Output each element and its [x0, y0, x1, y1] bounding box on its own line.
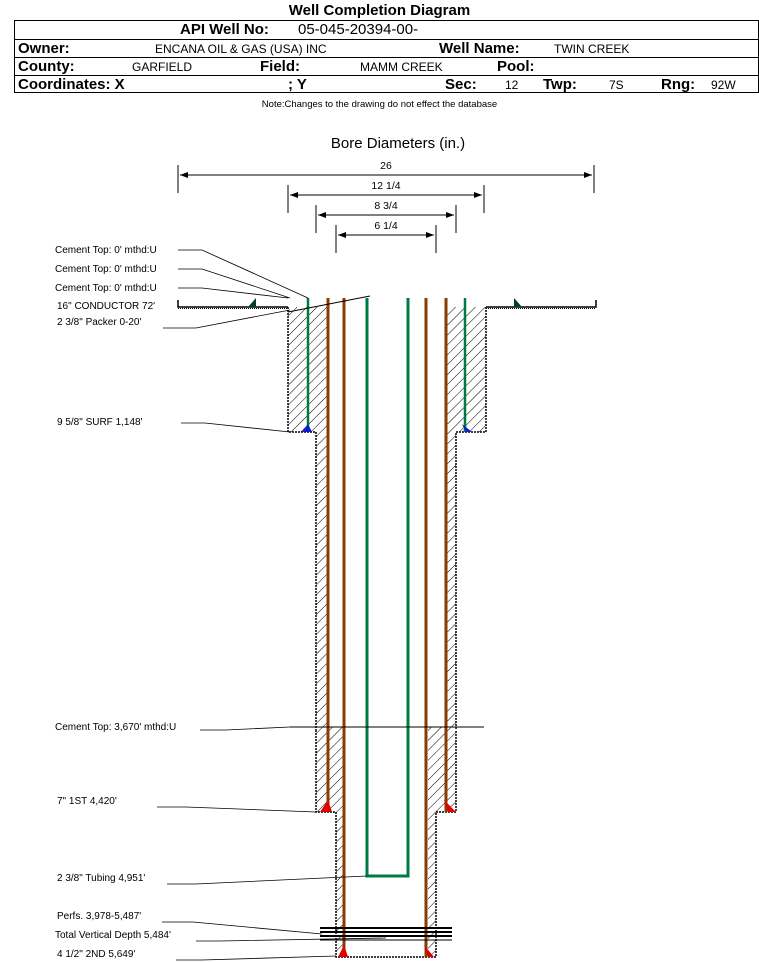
annotations: Cement Top: 0' mthd:U Cement Top: 0' mth… — [55, 245, 387, 961]
production-casing-4-1-2 — [338, 298, 434, 957]
database-note: Note:Changes to the drawing do not effec… — [261, 99, 498, 110]
api-value: 05-045-20394-00- — [298, 21, 419, 38]
field-value: MAMM CREEK — [360, 60, 443, 74]
twp-value: 7S — [609, 78, 624, 92]
production-shoe-right — [424, 945, 434, 957]
annotation-cement-top-2: Cement Top: 0' mthd:U — [55, 264, 157, 275]
header-row-county: County: GARFIELD Field: MAMM CREEK Pool: — [15, 57, 758, 75]
surface-shoe-right — [462, 424, 472, 432]
conductor-shoe-right — [514, 298, 522, 307]
surface-casing-9-5-8 — [302, 298, 472, 432]
annotation-total-depth: Total Vertical Depth 5,484' — [55, 930, 171, 941]
county-label: County: — [18, 58, 75, 75]
field-label: Field: — [260, 58, 300, 75]
county-value: GARFIELD — [132, 60, 193, 74]
rng-label: Rng: — [661, 76, 696, 93]
annotation-conductor: 16" CONDUCTOR 72' — [57, 301, 155, 312]
annotation-cement-top-3: Cement Top: 0' mthd:U — [55, 283, 157, 294]
coords-y-label: ; Y — [288, 76, 307, 93]
annotation-tubing: 2 3/8" Tubing 4,951' — [57, 873, 145, 884]
surface-shoe-left — [302, 424, 312, 432]
intermediate-casing-7 — [320, 298, 456, 812]
annotation-intermediate-casing: 7" 1ST 4,420' — [57, 796, 117, 807]
api-label: API Well No: — [180, 21, 269, 38]
dimension-8-3-4: 8 3/4 — [315, 200, 457, 233]
production-shoe-left — [338, 945, 348, 957]
coords-x-label: Coordinates: X — [18, 76, 125, 93]
twp-label: Twp: — [543, 76, 577, 93]
annotation-perfs: Perfs. 3,978-5,487' — [57, 911, 141, 922]
dimension-label-26: 26 — [380, 160, 392, 172]
dimension-6-1-4: 6 1/4 — [335, 220, 437, 253]
well-name-value: TWIN CREEK — [554, 42, 630, 56]
conductor-casing — [177, 298, 597, 309]
annotation-surface-casing: 9 5/8" SURF 1,148' — [57, 417, 143, 428]
perforations — [320, 927, 452, 941]
dimension-label-12-1-4: 12 1/4 — [371, 180, 400, 192]
bore-diameters-title: Bore Diameters (in.) — [331, 135, 465, 152]
diagram-title: Well Completion Diagram — [288, 2, 471, 19]
header-row-coords: Coordinates: X ; Y Sec: 12 Twp: 7S Rng: … — [15, 75, 758, 93]
intermediate-hole — [315, 432, 457, 958]
conductor-shoe-left — [248, 298, 256, 307]
annotation-production-casing: 4 1/2" 2ND 5,649' — [57, 949, 135, 960]
dimension-label-8-3-4: 8 3/4 — [374, 200, 398, 212]
pool-label: Pool: — [497, 58, 535, 75]
rng-value: 92W — [711, 78, 736, 92]
header-row-owner: Owner: ENCANA OIL & GAS (USA) INC Well N… — [15, 39, 758, 57]
annotation-cement-top-1: Cement Top: 0' mthd:U — [55, 245, 157, 256]
owner-label: Owner: — [18, 40, 70, 57]
sec-label: Sec: — [445, 76, 477, 93]
intermediate-shoe-left — [320, 800, 332, 812]
dimension-12-1-4: 12 1/4 — [287, 180, 485, 213]
owner-value: ENCANA OIL & GAS (USA) INC — [155, 42, 327, 56]
sec-value: 12 — [505, 78, 519, 92]
annotation-cement-top-3670: Cement Top: 3,670' mthd:U — [55, 722, 176, 733]
header-row-api: API Well No: 05-045-20394-00- — [15, 21, 758, 39]
packer — [287, 295, 371, 313]
production-hole — [336, 812, 436, 957]
well-header-table: API Well No: 05-045-20394-00- Owner: ENC… — [14, 20, 759, 93]
intermediate-shoe-right — [444, 800, 456, 812]
annotation-packer: 2 3/8" Packer 0-20' — [57, 317, 141, 328]
tubing-2-3-8 — [365, 298, 410, 878]
dimension-26: 26 — [177, 160, 595, 193]
dimension-label-6-1-4: 6 1/4 — [374, 220, 398, 232]
well-name-label: Well Name: — [439, 40, 520, 57]
